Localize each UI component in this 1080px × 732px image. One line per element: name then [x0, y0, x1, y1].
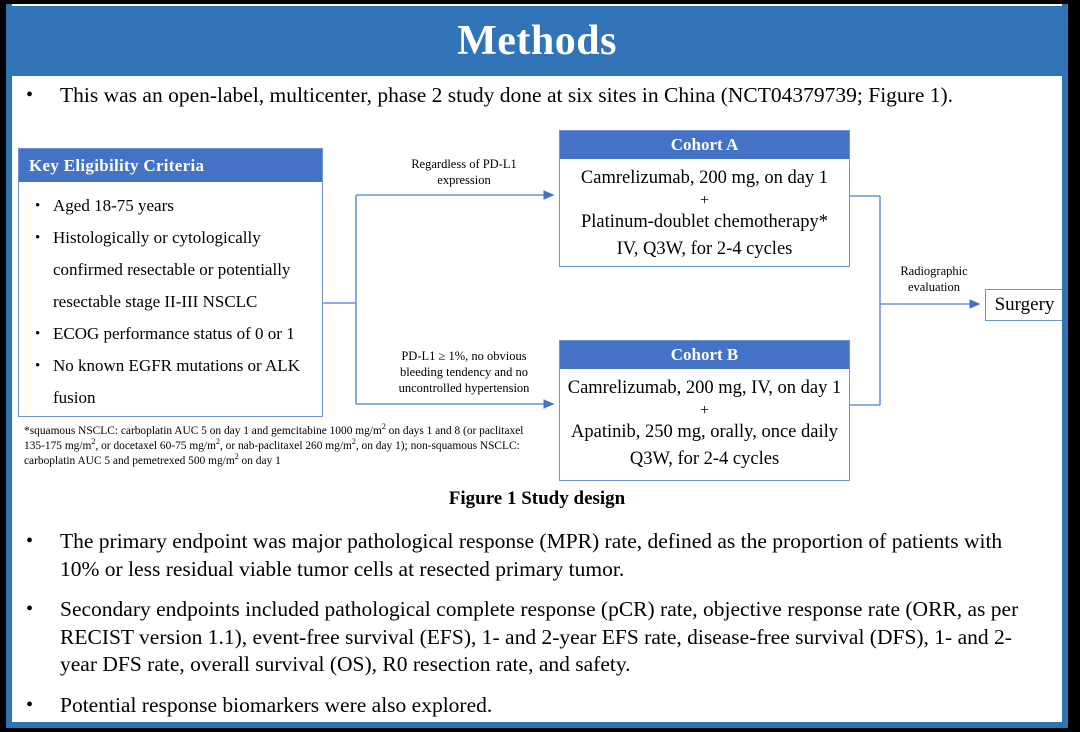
surgery-box: Surgery	[985, 289, 1062, 321]
cohort-b-header: Cohort B	[560, 341, 849, 369]
bullet-primary-endpoint: • The primary endpoint was major patholo…	[26, 528, 1046, 583]
bullet-glyph: •	[35, 358, 41, 374]
bullet-secondary-endpoints: • Secondary endpoints included pathologi…	[26, 596, 1046, 679]
cohort-a-plus: +	[699, 192, 710, 209]
bullet-intro-text: This was an open-label, multicenter, pha…	[60, 83, 954, 107]
bullet-glyph: •	[35, 198, 41, 214]
footnote-seg: , on day 1); non-squamous NSCLC: carbopl…	[24, 440, 520, 468]
footnote-seg: *squamous NSCLC: carboplatin AUC 5 on da…	[24, 425, 382, 437]
footnote-sup: 2	[234, 452, 239, 462]
bullet-glyph: •	[26, 530, 34, 552]
arrow-label-line: Radiographic	[900, 264, 968, 278]
cohort-a-header: Cohort A	[560, 131, 849, 159]
footnote-seg: on days 1 and 8 (or paclitaxel 135-175 m…	[24, 425, 524, 453]
bullet-glyph: •	[35, 230, 41, 246]
cohort-a-box: Cohort A Camrelizumab, 200 mg, on day 1 …	[559, 130, 850, 267]
bullet-glyph: •	[26, 694, 34, 716]
connector-lines	[323, 190, 981, 409]
cohort-a-line3: IV, Q3W, for 2-4 cycles	[616, 239, 793, 259]
bullet-glyph: •	[26, 84, 34, 106]
eligibility-item-text: Aged 18-75 years	[53, 196, 174, 215]
figure-caption: Figure 1 Study design	[448, 488, 626, 509]
footnote-sup: 2	[215, 437, 220, 447]
arrow-label-pdl1: PD-L1 ≥ 1%, no obvious bleeding tendency…	[376, 348, 552, 396]
cohort-a-body: Camrelizumab, 200 mg, on day 1 + Platinu…	[560, 159, 849, 263]
eligibility-criteria-list: • Aged 18-75 years • Histologically or cyt…	[19, 182, 322, 414]
page-title: Methods	[457, 18, 617, 64]
surgery-label: Surgery	[994, 294, 1055, 315]
bullet-glyph: •	[26, 598, 34, 620]
cohort-b-plus: +	[699, 402, 710, 419]
footnote-sup: 2	[91, 437, 96, 447]
list-item: • Aged 18-75 years	[27, 190, 316, 222]
arrow-label-line: PD-L1 ≥ 1%, no obvious	[401, 349, 527, 363]
cohort-b-box: Cohort B Camrelizumab, 200 mg, IV, on da…	[559, 340, 850, 481]
eligibility-criteria-box: Key Eligibility Criteria • Aged 18-75 yea…	[18, 148, 323, 417]
eligibility-item-text: ECOG performance status of 0 or 1	[53, 324, 295, 343]
cohort-b-line3: Q3W, for 2-4 cycles	[629, 449, 780, 469]
slide-title-bar: Methods	[6, 6, 1068, 76]
footnote-sup: 2	[381, 422, 386, 432]
bullet-glyph: •	[35, 326, 41, 342]
arrow-label-line: bleeding tendency and no	[399, 365, 529, 379]
slide-inner-frame: Key Eligibility Criteria • Aged 18-75 yea…	[6, 4, 1068, 728]
cohort-b-line2: Apatinib, 250 mg, orally, once daily	[571, 422, 838, 442]
cohort-b-body: Camrelizumab, 200 mg, IV, on day 1 + Apa…	[560, 369, 849, 473]
bullet-intro: • This was an open-label, multicenter, p…	[26, 82, 1056, 110]
eligibility-item-text: No known EGFR mutations or ALK fusion	[53, 356, 300, 407]
footnote-seg: , or docetaxel 60-75 mg/m	[95, 440, 216, 453]
bullet-biomarkers-text: Potential response biomarkers were also …	[60, 693, 493, 717]
eligibility-item-text: Histologically or cytologically confirme…	[53, 228, 291, 311]
bullet-primary-endpoint-text: The primary endpoint was major pathologi…	[60, 529, 1003, 581]
study-design-figure: Key Eligibility Criteria • Aged 18-75 yea…	[12, 4, 1062, 722]
footnote-sup: 2	[351, 437, 356, 447]
bullet-biomarkers: • Potential response biomarkers were als…	[26, 692, 1046, 720]
arrow-label-regardless: Regardless of PD-L1 expression	[386, 156, 542, 188]
chemotherapy-footnote: *squamous NSCLC: carboplatin AUC 5 on da…	[24, 422, 544, 470]
bullet-secondary-endpoints-text: Secondary endpoints included pathologica…	[60, 597, 1019, 676]
arrow-label-line: expression	[437, 173, 491, 187]
cohort-a-line1: Camrelizumab, 200 mg, on day 1	[580, 168, 829, 188]
list-item: • ECOG performance status of 0 or 1	[27, 318, 316, 350]
list-item: • No known EGFR mutations or ALK fusion	[27, 350, 316, 414]
eligibility-box-header: Key Eligibility Criteria	[19, 149, 322, 182]
cohort-b-line1: Camrelizumab, 200 mg, IV, on day 1	[567, 378, 842, 398]
arrow-label-line: uncontrolled hypertension	[398, 381, 530, 395]
footnote-seg: on day 1	[238, 455, 281, 468]
arrow-label-radiographic-evaluation: Radiographic evaluation	[888, 263, 980, 295]
list-item: • Histologically or cytologically confirm…	[27, 222, 316, 318]
cohort-a-line2: Platinum-doublet chemotherapy*	[580, 212, 829, 232]
footnote-seg: , or nab-paclitaxel 260 mg/m	[219, 440, 352, 453]
arrow-label-line: evaluation	[907, 280, 961, 294]
arrow-label-line: Regardless of PD-L1	[411, 157, 517, 171]
